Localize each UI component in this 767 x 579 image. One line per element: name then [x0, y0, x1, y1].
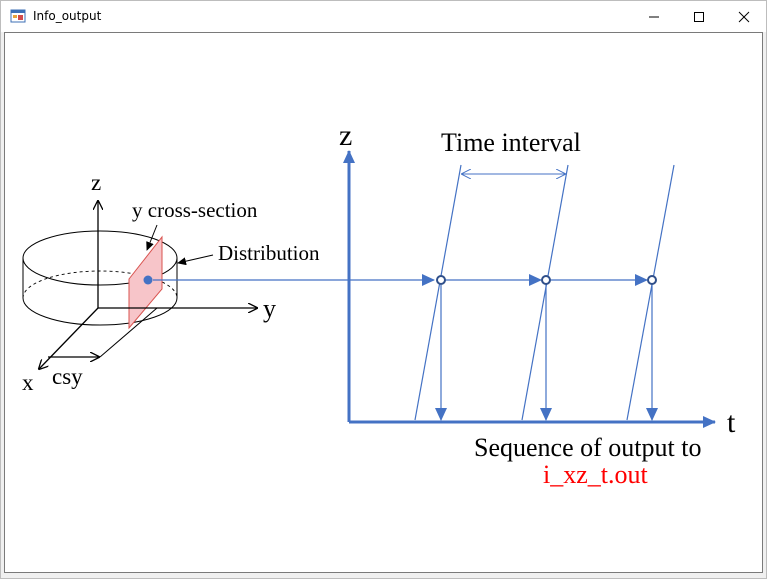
left-axis-y-label: y	[263, 294, 276, 323]
minimize-icon	[649, 16, 659, 17]
output-diagram: z y x csy y cross-section Distribution z…	[22, 119, 736, 489]
cylinder-hidden-edge	[22, 270, 178, 299]
time-interval-label: Time interval	[441, 128, 581, 157]
window-bottom-border	[1, 574, 766, 578]
maximize-button[interactable]	[676, 1, 722, 32]
time-axis-t-label: t	[727, 406, 736, 439]
time-axis-z-label: z	[339, 119, 352, 152]
output-file-name: i_xz_t.out	[543, 460, 648, 489]
left-axis-x-label: x	[22, 370, 34, 395]
distribution-pointer	[177, 254, 214, 266]
window-title: Info_output	[33, 9, 102, 23]
picture-box: z y x csy y cross-section Distribution z…	[4, 32, 763, 573]
close-icon	[738, 11, 750, 22]
title-bar[interactable]: Info_output	[1, 1, 766, 32]
local-axes	[39, 201, 257, 369]
csy-label: csy	[52, 364, 83, 389]
app-form-icon	[10, 9, 26, 23]
output-point-1	[436, 275, 446, 285]
maximize-icon	[694, 11, 704, 22]
sweep-lines	[414, 164, 675, 421]
time-axes	[343, 150, 716, 428]
output-caption: Sequence of output to	[474, 433, 701, 462]
distribution-point	[143, 275, 153, 285]
output-point-2	[541, 275, 551, 285]
minimize-button[interactable]	[631, 1, 677, 32]
distribution-label: Distribution	[218, 241, 320, 265]
cross-section-label: y cross-section	[132, 198, 258, 222]
output-point-3	[647, 275, 657, 285]
cylinder-top	[22, 230, 178, 286]
cross-section-pointer	[146, 224, 158, 251]
cylinder-group	[22, 230, 178, 326]
close-button[interactable]	[721, 1, 767, 32]
left-axis-z-label: z	[91, 170, 101, 195]
